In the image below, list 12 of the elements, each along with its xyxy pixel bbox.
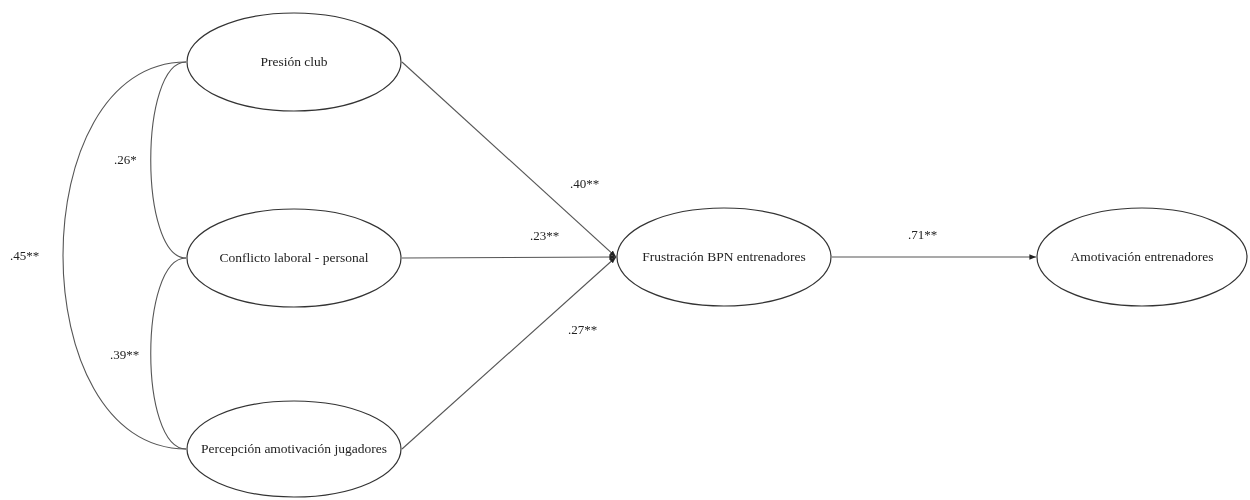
variable-name: Conflicto laboral - personal bbox=[219, 249, 369, 267]
arrow bbox=[401, 254, 617, 260]
correlation-curve bbox=[150, 61, 187, 259]
correlation-curve bbox=[62, 61, 187, 450]
arrow bbox=[401, 61, 617, 258]
arrow bbox=[401, 256, 617, 450]
variable-name: Percepción amotivación jugadores bbox=[201, 440, 387, 458]
correlation-curve bbox=[150, 257, 187, 450]
variable-name: Presión club bbox=[260, 53, 328, 71]
variable-name: Amotivación entrenadores bbox=[1070, 248, 1214, 266]
arrow bbox=[831, 254, 1037, 260]
variable-name: Frustración BPN entrenadores bbox=[642, 248, 806, 266]
